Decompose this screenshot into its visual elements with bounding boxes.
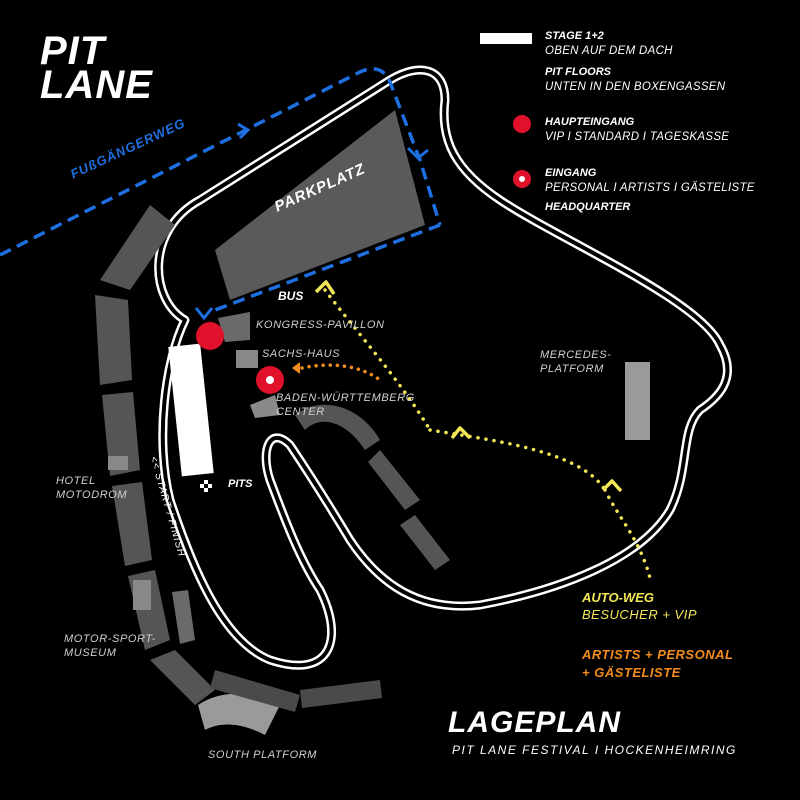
kongress-label: KONGRESS-PAVILLON xyxy=(256,319,385,331)
logo-line-2: LANE xyxy=(40,63,153,107)
legend-main-entrance-sub: VIP I STANDARD I TAGESKASSE xyxy=(545,131,730,143)
car-route-title: AUTO-WEG xyxy=(582,590,654,605)
bw-center-building xyxy=(250,395,280,418)
car-route-sub: BESUCHER + VIP xyxy=(582,607,698,622)
race-track xyxy=(154,65,732,670)
checkered-flag-icon xyxy=(200,480,212,492)
kongress-building xyxy=(218,312,250,342)
map-subtitle: PIT LANE FESTIVAL I HOCKENHEIMRING xyxy=(452,743,737,757)
legend-main-entrance-title: HAUPTEINGANG xyxy=(545,116,635,128)
bw-center-label: BADEN-WÜRTTEMBERG CENTER xyxy=(276,391,415,419)
bw-label-line-1: BADEN-WÜRTTEMBERG xyxy=(276,392,415,404)
logo-line-1: PIT xyxy=(40,29,106,73)
pit-lane-logo: PIT LANE xyxy=(40,29,153,107)
bw-label-line-2: CENTER xyxy=(276,406,325,418)
small-buildings xyxy=(108,350,258,610)
footpath-route xyxy=(0,67,442,312)
legend-entrance-title: EINGANG xyxy=(545,167,597,179)
hotel-label: HOTEL MOTODROM xyxy=(56,474,127,502)
legend-entrance-sub: PERSONAL I ARTISTS I GÄSTELISTE xyxy=(545,182,755,194)
grandstands xyxy=(95,205,650,735)
pits-building xyxy=(168,343,214,477)
legend-stage-sub: OBEN AUF DEM DACH xyxy=(545,45,673,57)
entrance-marker[interactable] xyxy=(256,366,284,394)
museum-label-line-2: MUSEUM xyxy=(64,647,117,659)
legend-pitfloors-sub: UNTEN IN DEN BOXENGASSEN xyxy=(545,81,726,93)
legend-main-entrance-symbol xyxy=(513,115,531,133)
car-route-arrows xyxy=(314,280,623,493)
artists-route-line-1: ARTISTS + PERSONAL xyxy=(582,647,734,662)
footpath-arrows xyxy=(194,122,429,321)
artists-route-arrow xyxy=(292,362,300,374)
legend-stage-title: STAGE 1+2 xyxy=(545,30,604,42)
parking-area xyxy=(215,110,425,300)
south-platform-label: SOUTH PLATFORM xyxy=(208,749,318,761)
artists-route-line-2: + GÄSTELISTE xyxy=(582,665,681,680)
legend-stage-symbol xyxy=(480,33,532,44)
mercedes-label-line-1: MERCEDES- xyxy=(540,349,612,361)
bus-label: BUS xyxy=(278,289,304,303)
legend-hq-title: HEADQUARTER xyxy=(545,201,631,213)
pits-label: PITS xyxy=(228,478,253,490)
legend-pitfloors-title: PIT FLOORS xyxy=(545,66,611,78)
sachs-label: SACHS-HAUS xyxy=(262,348,341,360)
mercedes-label-line-2: PLATFORM xyxy=(540,363,604,375)
hotel-label-line-2: MOTODROM xyxy=(56,489,128,501)
hotel-label-line-1: HOTEL xyxy=(56,475,96,487)
main-entrance-marker[interactable] xyxy=(196,322,224,350)
museum-label: MOTOR-SPORT- MUSEUM xyxy=(64,632,156,660)
legend-entrance-symbol xyxy=(513,170,531,188)
mercedes-label: MERCEDES- PLATFORM xyxy=(540,348,611,376)
artists-route xyxy=(300,363,382,382)
map-title: LAGEPLAN xyxy=(448,706,621,739)
museum-label-line-1: MOTOR-SPORT- xyxy=(64,633,156,645)
